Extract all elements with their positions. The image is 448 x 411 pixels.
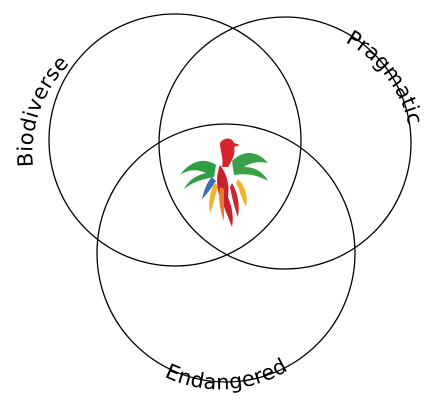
circle-biodiverse (48, 13, 302, 267)
head (220, 138, 240, 167)
left-wing (180, 160, 216, 189)
circle-endangered (96, 123, 356, 383)
feather-yellow-right (236, 179, 247, 207)
right-wing (232, 152, 268, 181)
label-pragmatic: Pragmatic (342, 26, 427, 128)
phoenix-bird-icon (180, 138, 268, 227)
body (217, 165, 233, 227)
label-endangered: Endangered (162, 353, 291, 394)
feather-blue (202, 177, 216, 199)
feather-yellow-left (209, 183, 218, 213)
feather-red-right (230, 183, 239, 217)
feather-orange (219, 187, 224, 221)
label-biodiverse: Biodiverse (13, 51, 73, 168)
